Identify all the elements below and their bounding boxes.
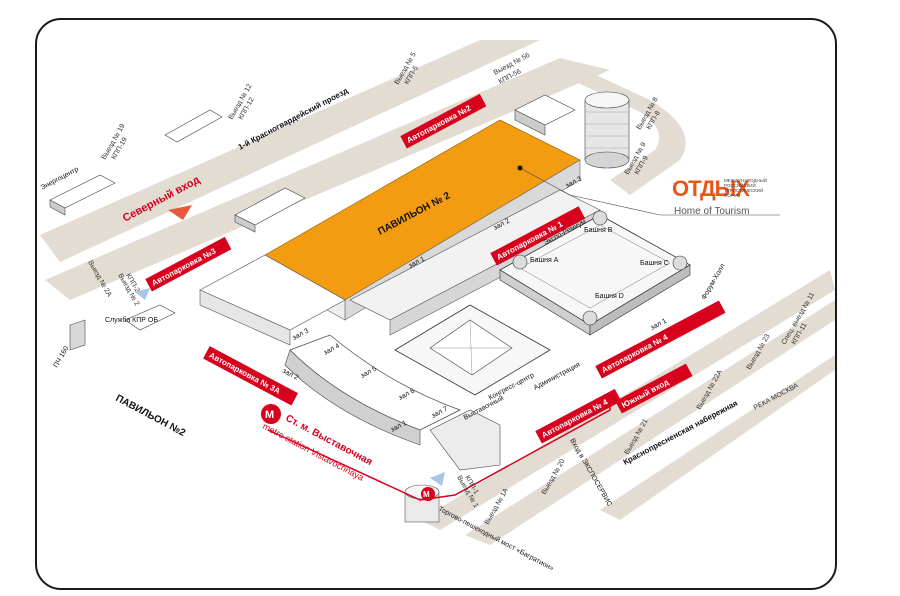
exit-1-arrow (430, 472, 445, 486)
pavilion-west-block (199, 254, 346, 346)
round-tower (584, 91, 630, 169)
congress-building[interactable] (394, 304, 551, 396)
tower-labels: Башня A Башня B Башня C Башня D (530, 227, 669, 300)
metro-entrance-icon: M (404, 484, 440, 523)
south-pavilions (284, 334, 501, 471)
pavilion-side-label: ПАВИЛЬОН №2 (114, 393, 188, 439)
svg-text:ПЧ 160: ПЧ 160 (53, 345, 71, 369)
svg-text:Автопарковка № 3А: Автопарковка № 3А (208, 351, 282, 396)
small-buildings (49, 94, 576, 351)
svg-text:Башня D: Башня D (595, 293, 624, 300)
logo-home: Home of Tourism (674, 206, 750, 217)
exit-2-arrow (135, 288, 150, 300)
pavilion-marker (517, 165, 523, 171)
svg-text:Форум-Холл: Форум-Холл (701, 263, 727, 301)
svg-text:зал 3: зал 3 (292, 328, 310, 342)
towers-complex[interactable] (499, 210, 691, 336)
metro-station-icon: M (261, 404, 281, 424)
road-north-2 (45, 58, 610, 300)
road-north-1 (40, 40, 540, 262)
svg-text:M: M (265, 409, 274, 421)
svg-text:Башня B: Башня B (584, 227, 613, 234)
road-east-curve (555, 58, 686, 195)
north-entrance-arrow (168, 205, 192, 220)
otdykh-logo: ОТДЫХ МЕЖДУНАРОДНЫЙ РОССИЙСКИЙ ТУРИСТИЧЕ… (672, 176, 782, 218)
road-south-1 (465, 300, 835, 545)
svg-text:Башня A: Башня A (530, 257, 559, 264)
svg-text:Башня C: Башня C (640, 260, 669, 267)
road-south-3 (600, 355, 835, 520)
svg-text:Администрация: Администрация (533, 361, 582, 391)
logo-word: ОТДЫХ (672, 176, 750, 201)
svg-text:M: M (423, 490, 430, 499)
logo-leader-line (519, 167, 780, 216)
svg-text:Служба КПР ОБ: Служба КПР ОБ (105, 316, 158, 324)
logo-subtitle: МЕЖДУНАРОДНЫЙ РОССИЙСКИЙ ТУРИСТИЧЕСКИЙ Ф… (724, 178, 767, 198)
parking-p3a[interactable]: Автопарковка № 3А (203, 346, 298, 406)
svg-text:Автопарковка № 4: Автопарковка № 4 (600, 332, 670, 375)
